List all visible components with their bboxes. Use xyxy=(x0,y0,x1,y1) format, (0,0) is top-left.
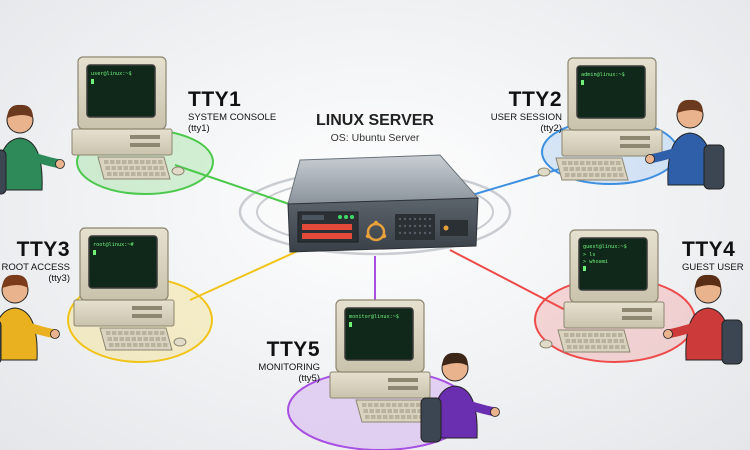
tty1-cpu-box xyxy=(72,129,172,155)
tty4-mouse xyxy=(540,340,552,348)
tty3-label: TTY3 ROOT ACCESS (tty3) xyxy=(0,238,70,284)
tty4-cpu-box xyxy=(564,302,664,328)
server-os: OS: Ubuntu Server xyxy=(290,132,460,144)
linux-server xyxy=(288,155,478,252)
tty5-title: TTY5 xyxy=(240,338,320,361)
tty2-device: (tty2) xyxy=(470,124,562,134)
tty3-user xyxy=(0,275,60,364)
tty2-role: USER SESSION xyxy=(470,113,562,123)
tty1-device: (tty1) xyxy=(188,124,276,134)
tty3-cpu-box xyxy=(74,300,174,326)
link-tty4 xyxy=(450,250,575,315)
tty1-cursor xyxy=(91,79,94,84)
tty4-label: TTY4 GUEST USER xyxy=(682,238,750,274)
tty1-prompt: user@linux:~$ xyxy=(91,71,132,77)
tty2-label: TTY2 USER SESSION (tty2) xyxy=(470,88,562,134)
tty5-role: MONITORING xyxy=(240,363,320,373)
tty3-mouse xyxy=(174,338,186,346)
tty4-cursor xyxy=(583,266,586,271)
tty5-label: TTY5 MONITORING (tty5) xyxy=(240,338,320,384)
tty4-title: TTY4 xyxy=(682,238,750,261)
tty1-title: TTY1 xyxy=(188,88,276,111)
tty2-prompt: admin@linux:~$ xyxy=(581,72,625,78)
tty4-role: GUEST USER xyxy=(682,263,750,273)
tty1-user xyxy=(0,105,65,194)
tty4-line-0: > ls xyxy=(583,252,596,258)
tty3-prompt: root@linux:~# xyxy=(93,242,134,248)
tty2-cpu-box xyxy=(562,130,662,156)
server-name: LINUX SERVER xyxy=(290,112,460,130)
tty2-title: TTY2 xyxy=(470,88,562,111)
tty3-role: ROOT ACCESS xyxy=(0,263,70,273)
tty3-title: TTY3 xyxy=(0,238,70,261)
tty1-label: TTY1 SYSTEM CONSOLE (tty1) xyxy=(188,88,276,134)
tty5-prompt: monitor@linux:~$ xyxy=(349,314,399,320)
tty4-prompt: guest@linux:~$ xyxy=(583,244,627,250)
tty1-role: SYSTEM CONSOLE xyxy=(188,113,276,123)
server-label: LINUX SERVER OS: Ubuntu Server xyxy=(290,112,460,144)
tty3-cursor xyxy=(93,250,96,255)
tty5-device: (tty5) xyxy=(240,374,320,384)
link-tty3 xyxy=(190,250,300,300)
tty2-mouse xyxy=(538,168,550,176)
tty4-line-1: > whoami xyxy=(583,259,608,265)
tty5-cpu-box xyxy=(330,372,430,398)
tty1-mouse xyxy=(172,167,184,175)
tty5-cursor xyxy=(349,322,352,327)
tty3-device: (tty3) xyxy=(0,274,70,284)
tty2-cursor xyxy=(581,80,584,85)
